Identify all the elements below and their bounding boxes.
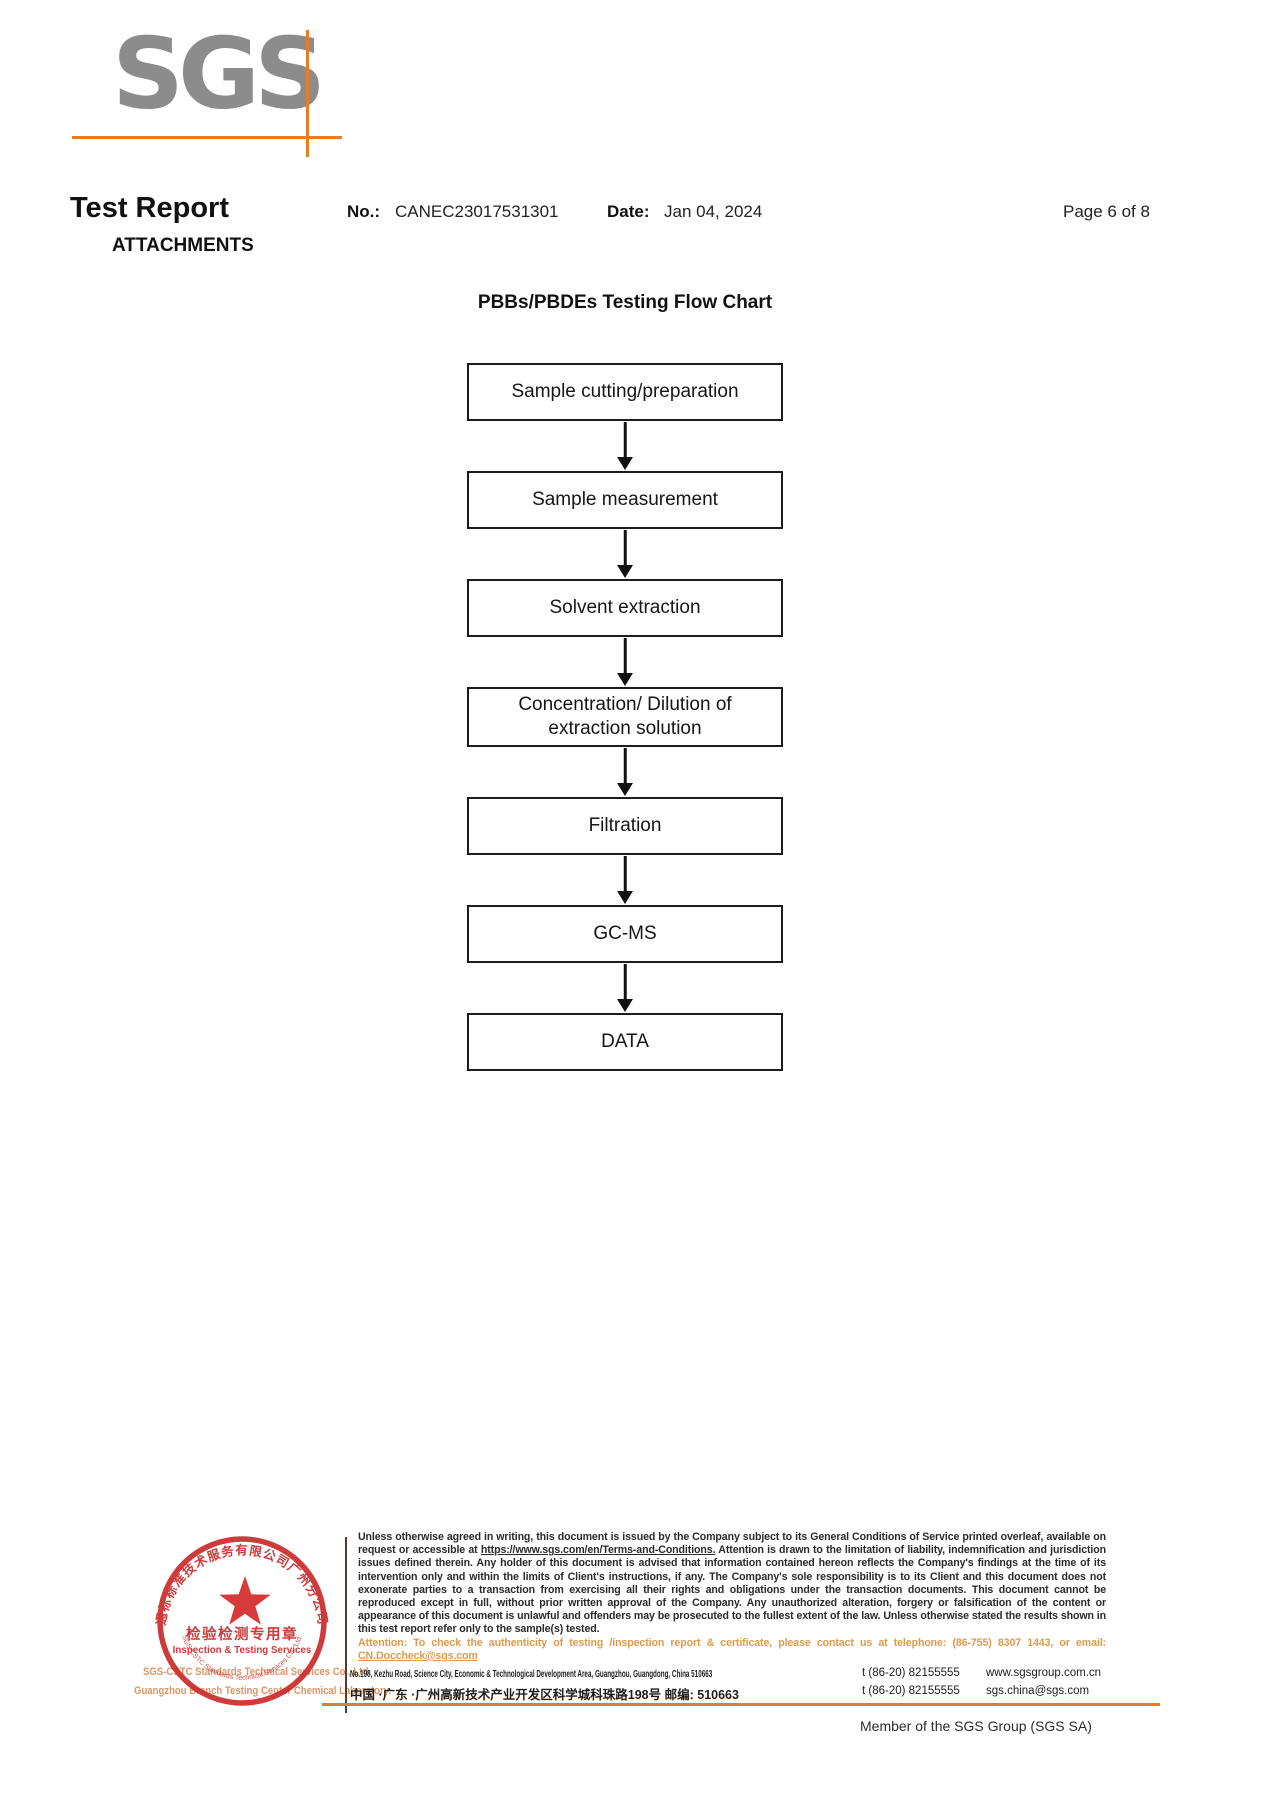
terms-link[interactable]: https://www.sgs.com/en/Terms-and-Conditi… bbox=[480, 1544, 716, 1557]
address-chinese: 中国 ·广东 ·广州高新技术产业开发区科学城科珠路198号 邮编: 510663 bbox=[350, 1688, 739, 1702]
flow-step-box: DATA bbox=[467, 1012, 783, 1071]
inspection-stamp: 通标标准技术服务有限公司广州分公司 检验检测专用章 Inspection & T… bbox=[153, 1536, 329, 1706]
footer-orange-rule bbox=[322, 1703, 1160, 1706]
flow-chart-title: PBBs/PBDEs Testing Flow Chart bbox=[477, 292, 773, 313]
disclaimer-text: Unless otherwise agreed in writing, this… bbox=[358, 1531, 1106, 1663]
logo-vertical-line bbox=[306, 30, 309, 157]
email-text: sgs.china@sgs.com bbox=[986, 1685, 1090, 1697]
footer-divider-line bbox=[345, 1537, 347, 1713]
report-no-value: CANEC23017531301 bbox=[395, 202, 559, 221]
flow-down-arrow-icon bbox=[467, 421, 783, 471]
report-date-label: Date: bbox=[607, 202, 650, 221]
disclaimer-part2: Attention is drawn to the limitation of … bbox=[358, 1544, 1107, 1636]
flow-down-arrow-icon bbox=[467, 855, 783, 905]
flow-step-box: Sample measurement bbox=[467, 471, 783, 529]
disclaimer-part1: Unless otherwise agreed in writing, this… bbox=[358, 1531, 1106, 1557]
page-title: Test Report bbox=[70, 192, 229, 224]
attention-text: Attention: To check the authenticity of … bbox=[358, 1636, 1106, 1649]
stamp-center-en: Inspection & Testing Services bbox=[173, 1645, 312, 1656]
flow-step-box: Sample cutting/preparation bbox=[467, 363, 783, 421]
phone-line2: t (86-20) 82155555 bbox=[862, 1685, 960, 1697]
flow-step-box: GC-MS bbox=[467, 904, 783, 963]
flow-down-arrow-icon bbox=[467, 529, 783, 579]
company-name-line1: SGS-CSTC Standards Technical Services Co… bbox=[143, 1666, 371, 1678]
flow-down-arrow-icon bbox=[467, 747, 783, 797]
flow-step-box: Filtration bbox=[467, 796, 783, 855]
sgs-member-label: Member of the SGS Group (SGS SA) bbox=[860, 1718, 1092, 1734]
flow-down-arrow-icon bbox=[467, 637, 783, 687]
sgs-logo: SGS bbox=[112, 16, 326, 131]
attachments-heading: ATTACHMENTS bbox=[112, 235, 254, 256]
stamp-center-cn: 检验检测专用章 bbox=[186, 1625, 298, 1643]
logo-horizontal-line bbox=[72, 136, 342, 139]
phone-line1: t (86-20) 82155555 bbox=[862, 1667, 960, 1679]
flow-down-arrow-icon bbox=[467, 963, 783, 1013]
report-date-value: Jan 04, 2024 bbox=[664, 202, 763, 221]
flow-step-box: Concentration/ Dilution of extraction so… bbox=[467, 687, 783, 747]
flow-step-box: Solvent extraction bbox=[467, 579, 783, 637]
doccheck-email-link[interactable]: CN.Doccheck@sgs.com bbox=[358, 1649, 478, 1662]
address-english: No.198, Kezhu Road, Science City, Econom… bbox=[350, 1668, 713, 1680]
website-text: www.sgsgroup.com.cn bbox=[986, 1667, 1102, 1679]
report-no-label: No.: bbox=[347, 202, 381, 221]
page-number: Page 6 of 8 bbox=[1063, 202, 1150, 221]
stamp-star-icon bbox=[219, 1576, 271, 1625]
